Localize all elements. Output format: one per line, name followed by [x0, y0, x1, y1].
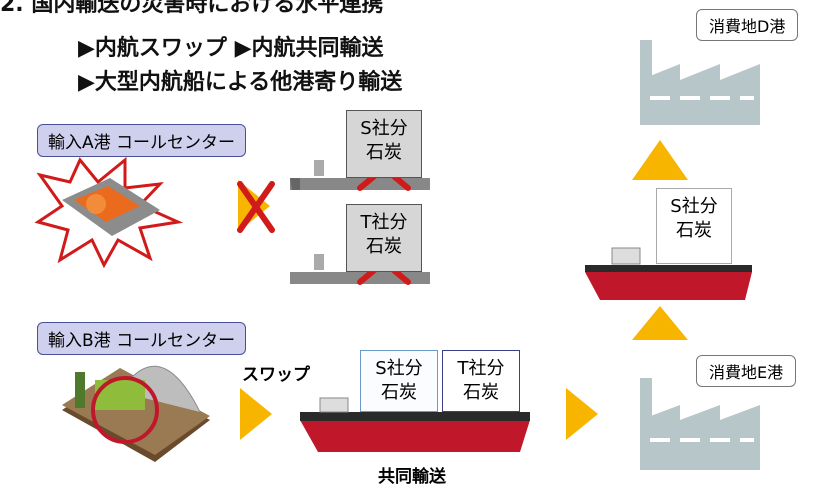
port-b-coal-yard-icon [62, 365, 210, 462]
dest-e-label: 消費地E港 [696, 355, 797, 387]
factory-d-icon [640, 40, 760, 125]
cargo-s-low-line1: S社分 [375, 358, 423, 379]
cargo-t-low: T社分 石炭 [442, 350, 520, 412]
cargo-t-top-line1: T社分 [360, 212, 408, 233]
cargo-s-big-line2: 石炭 [676, 220, 712, 241]
factory-e-icon [640, 378, 760, 470]
bullet-large-vessel: ▶大型内航船による他港寄り輸送 [78, 70, 403, 95]
cargo-t-top: T社分 石炭 [346, 204, 422, 272]
joint-transport-label: 共同輸送 [378, 467, 446, 487]
bullet-swap-joint: ▶内航スワップ ▶内航共同輸送 [78, 36, 384, 61]
large-vessel-icon [585, 247, 752, 300]
cargo-t-low-line1: T社分 [457, 358, 505, 379]
arrow-to-vessel-icon [240, 388, 272, 440]
cargo-s-low: S社分 石炭 [360, 350, 438, 412]
cargo-s-top: S社分 石炭 [346, 110, 422, 178]
arrow-to-port-e-icon [566, 388, 598, 440]
cargo-s-top-line2: 石炭 [366, 142, 402, 163]
cargo-s-big-line1: S社分 [670, 196, 718, 217]
cargo-s-top-line1: S社分 [360, 118, 408, 139]
blocked-arrow-icon [237, 180, 275, 233]
dest-d-label: 消費地D港 [696, 9, 799, 41]
port-a-explosion-icon [34, 156, 184, 269]
cargo-s-big: S社分 石炭 [656, 188, 732, 264]
cargo-t-top-line2: 石炭 [366, 236, 402, 257]
joint-vessel-icon [300, 397, 530, 452]
swap-label: スワップ [242, 365, 310, 385]
arrow-up-upper-icon [632, 140, 688, 180]
arrow-up-lower-icon [632, 306, 688, 340]
port-b-label: 輸入B港 コールセンター [37, 322, 247, 355]
cargo-s-low-line2: 石炭 [381, 382, 417, 403]
cargo-t-low-line2: 石炭 [463, 382, 499, 403]
port-a-label: 輸入A港 コールセンター [37, 124, 247, 157]
page-title: 2. 国内輸送の災害時における水平連携 [0, 0, 384, 17]
